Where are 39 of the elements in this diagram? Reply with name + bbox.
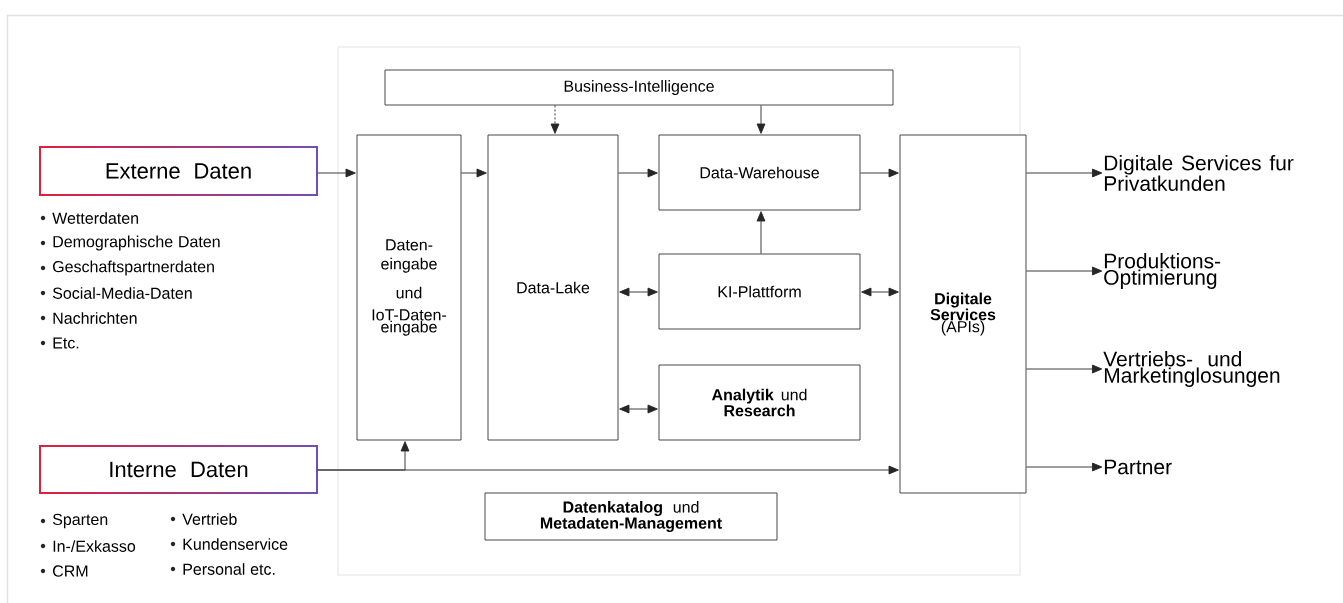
process-box: KI-Plattform	[658, 253, 861, 330]
process-box: Data-Warehouse	[658, 134, 861, 211]
arrow	[619, 287, 658, 297]
bullet-item: Sparten	[40, 513, 108, 529]
bullet-item: Kundenservice	[170, 538, 288, 550]
process-box: Data-Lake	[487, 134, 619, 441]
process-box: Digitale Services (APIs)	[899, 134, 1027, 494]
process-box: Daten- eingabe und IoT-Daten- eingabe	[356, 134, 462, 441]
arrow	[550, 105, 560, 134]
arrow	[861, 287, 899, 297]
arrow	[461, 168, 487, 178]
bullet-item: Geschaftspartnerdaten	[40, 260, 214, 276]
arrow	[860, 168, 899, 178]
arrow	[618, 168, 658, 178]
output-label: Vertriebs- und Marketinglosungen	[1103, 351, 1280, 387]
output-label: Partner	[1104, 459, 1172, 475]
arrow	[756, 211, 766, 254]
bullet-item: Social-Media-Daten	[40, 287, 192, 299]
arrow	[1026, 364, 1103, 374]
process-box: Datenkatalog und Metadaten-Management	[484, 492, 778, 541]
bullet-item: CRM	[40, 565, 88, 577]
output-label: Digitale Services fur Privatkunden	[1104, 155, 1294, 191]
process-box: Analytik und Research	[658, 364, 861, 441]
bullet-item: Nachrichten	[40, 312, 137, 324]
arrow	[317, 168, 356, 178]
bullet-item: Vertrieb	[170, 513, 237, 525]
bullet-item: In-/Exkasso	[40, 540, 136, 552]
process-box: Business-Intelligence	[384, 69, 894, 106]
bullet-item: Etc.	[40, 337, 79, 349]
bullet-item: Demographische Daten	[40, 235, 220, 251]
arrow	[1026, 168, 1103, 178]
arrow	[756, 105, 766, 134]
bullet-item: Personal etc.	[170, 563, 275, 575]
bullet-item: Wetterdaten	[40, 212, 139, 224]
arrow	[317, 465, 899, 475]
arrow	[1026, 266, 1103, 276]
arrow	[1026, 462, 1103, 472]
arrow	[619, 404, 658, 414]
output-label: Produktions- Optimierung	[1104, 253, 1221, 289]
